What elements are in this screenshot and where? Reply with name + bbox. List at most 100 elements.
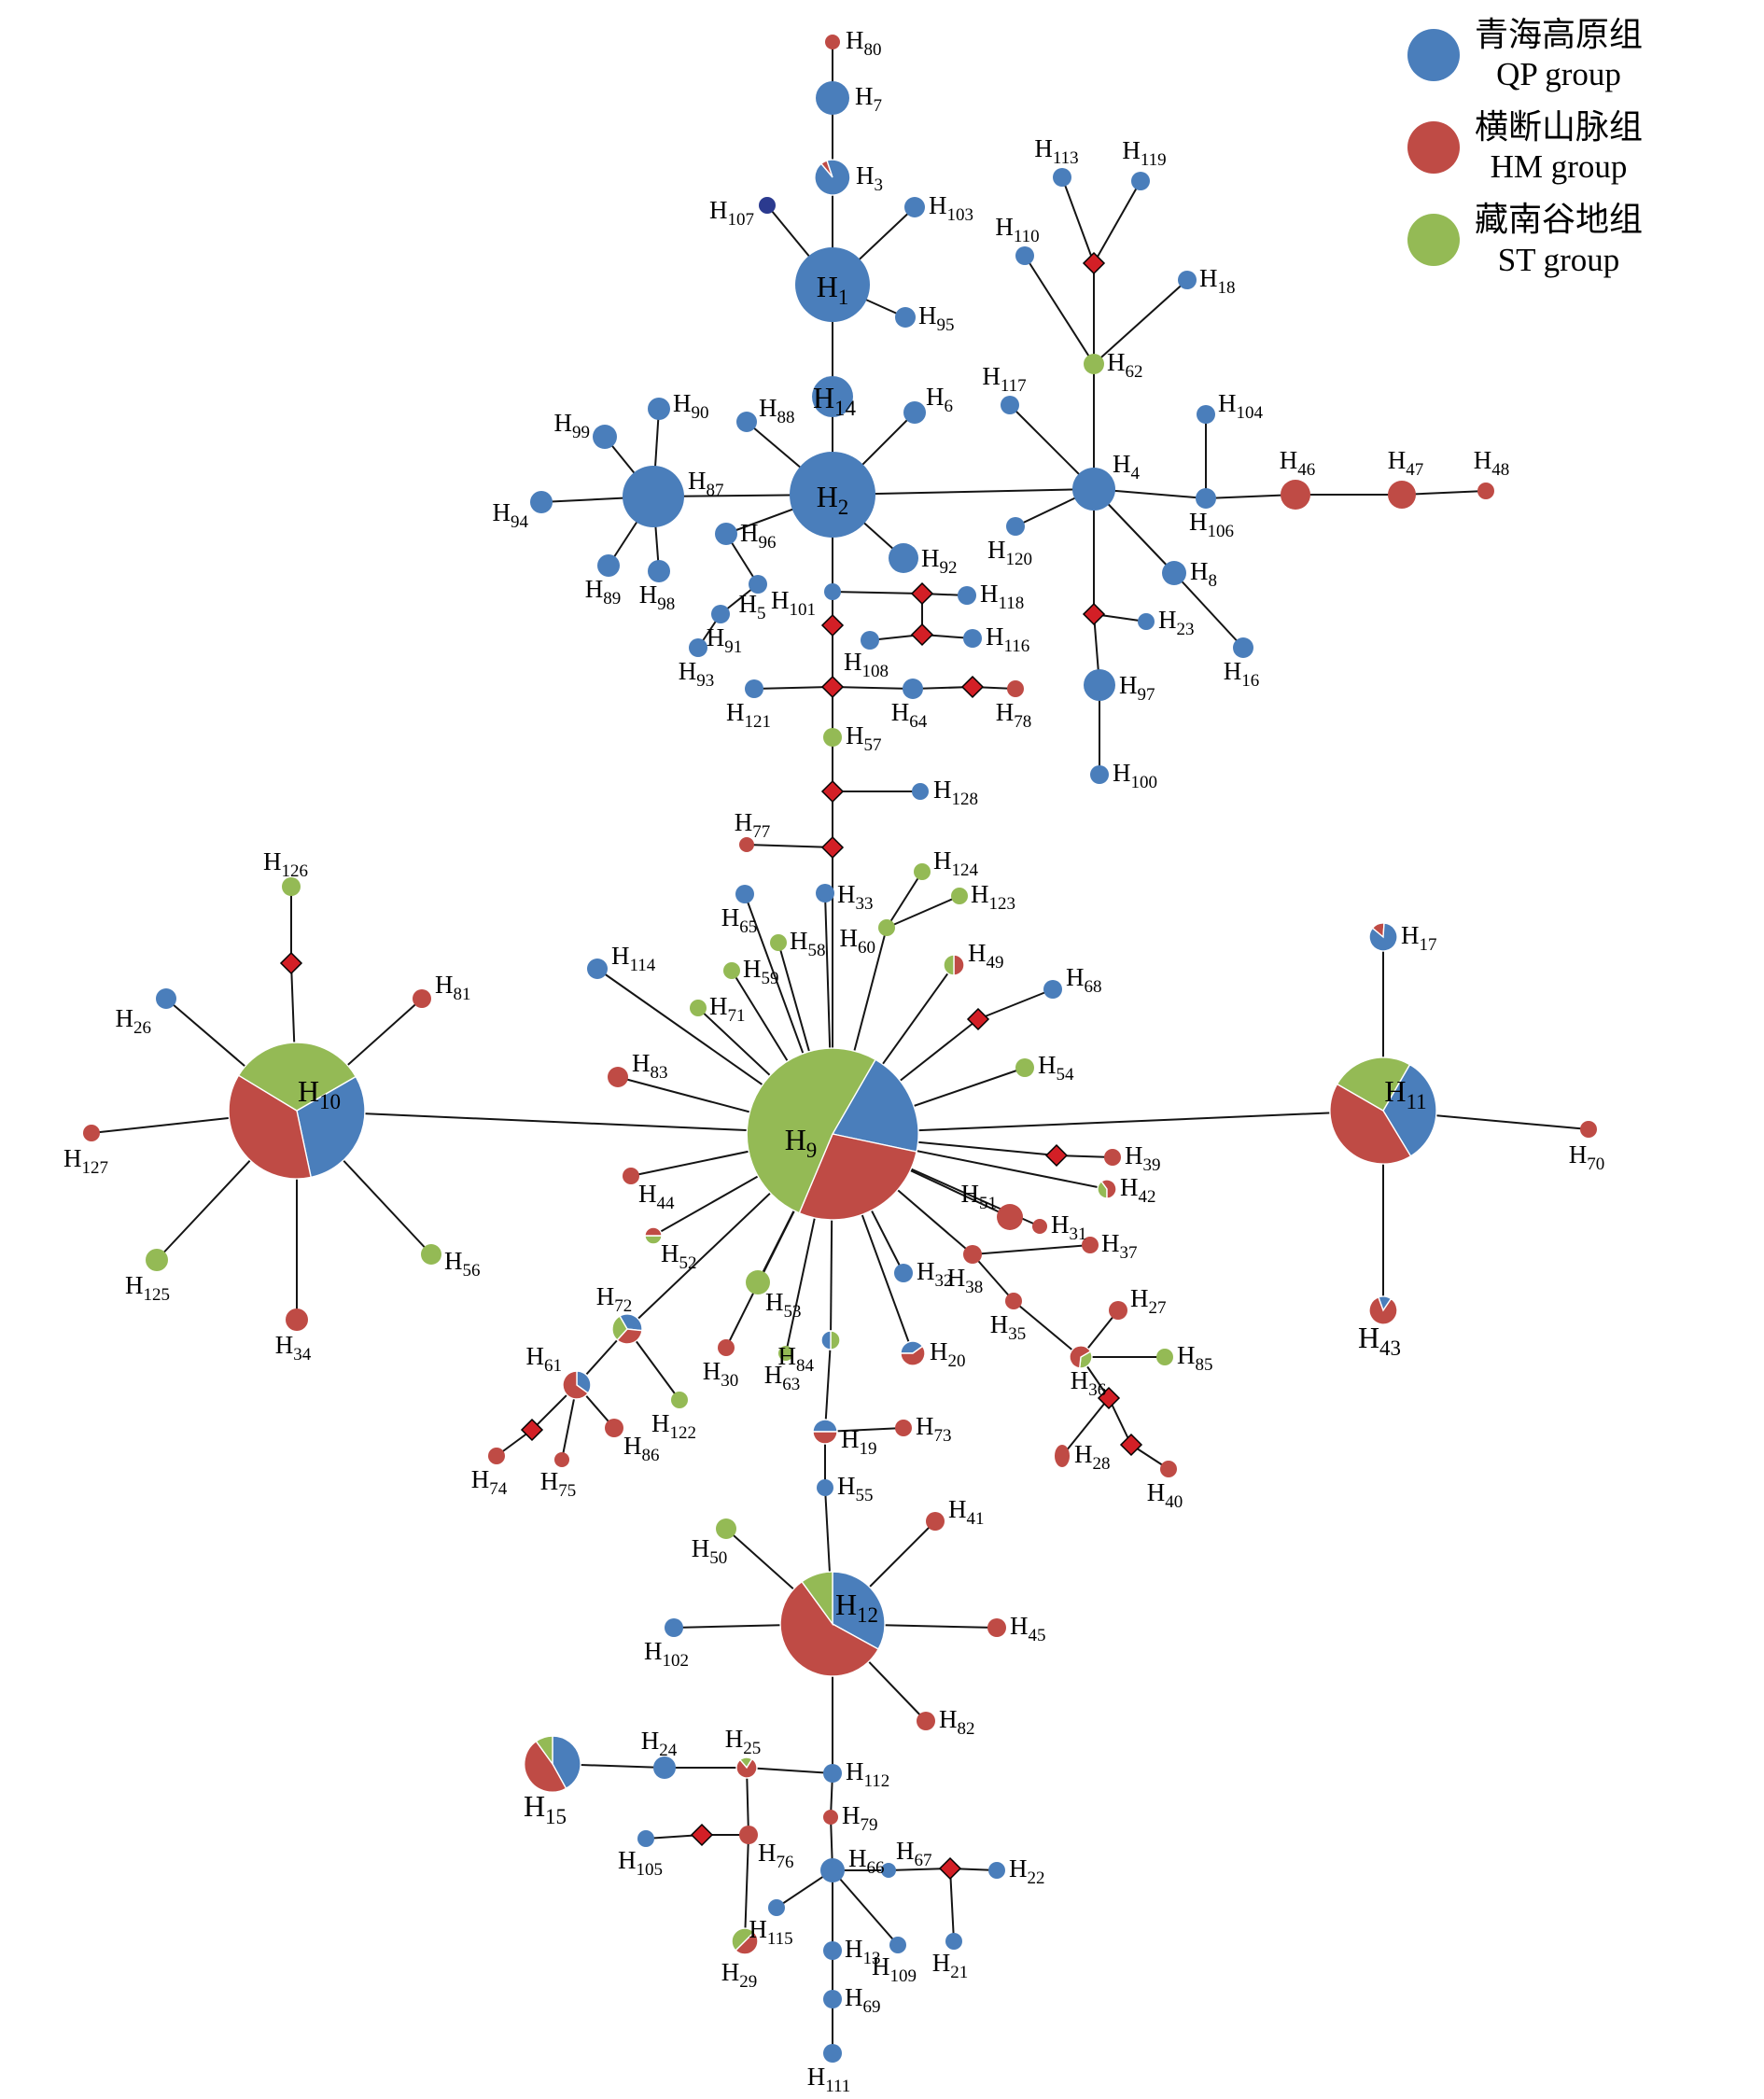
- edge-H101-D1: [832, 591, 923, 595]
- node-H50: [716, 1518, 736, 1539]
- node-H12-slice-st: [801, 1571, 833, 1627]
- node-H95: [895, 307, 916, 328]
- edge-H18-H62: [1093, 279, 1188, 365]
- label-H69: H69: [845, 1983, 881, 2017]
- label-H104: H104: [1218, 389, 1264, 423]
- node-H78: [1007, 680, 1024, 697]
- node-H11-slice-st: [1336, 1056, 1411, 1112]
- node-H53: [746, 1270, 770, 1294]
- edge-H84-H19: [824, 1339, 832, 1433]
- label-H37: H37: [1101, 1229, 1138, 1263]
- node-H14: [812, 376, 853, 417]
- node-H36-slice-hm: [1069, 1345, 1092, 1369]
- edge-H123-H60: [886, 895, 960, 929]
- node-H51: [997, 1204, 1023, 1230]
- label-H68: H68: [1066, 963, 1102, 997]
- node-H86: [605, 1419, 623, 1437]
- node-H30: [718, 1339, 735, 1356]
- label-H54: H54: [1038, 1051, 1074, 1084]
- label-H18: H18: [1199, 264, 1236, 298]
- edge-H36-H35: [1013, 1300, 1082, 1358]
- edge-H48-H47: [1401, 490, 1487, 496]
- median-vector-diamond: [1097, 1386, 1121, 1410]
- qp-group-label-zh: 青海高原组: [1475, 16, 1644, 54]
- node-H118: [958, 586, 976, 605]
- edge-H35-H38: [972, 1253, 1015, 1302]
- label-H38: H38: [947, 1264, 984, 1297]
- label-H40: H40: [1147, 1478, 1183, 1512]
- node-H7: [816, 81, 849, 115]
- label-H47: H47: [1388, 446, 1424, 480]
- label-H66: H66: [848, 1844, 885, 1878]
- node-H83: [608, 1067, 628, 1087]
- label-H73: H73: [916, 1412, 952, 1446]
- node-H49-slice-hm: [953, 954, 965, 976]
- node-H112: [823, 1764, 842, 1783]
- label-H17: H17: [1401, 921, 1437, 955]
- label-H33: H33: [837, 880, 874, 914]
- edge-H2-H4: [832, 488, 1095, 496]
- node-H15-slice-hm: [524, 1740, 567, 1793]
- node-H87: [623, 466, 684, 527]
- edge-D9-D10: [1108, 1397, 1132, 1446]
- median-vector-diamond: [279, 951, 303, 975]
- st-group-swatch: [1407, 213, 1460, 266]
- label-H70: H70: [1569, 1140, 1605, 1174]
- label-H25: H25: [725, 1725, 762, 1758]
- node-H24: [653, 1756, 676, 1779]
- node-H4: [1072, 468, 1115, 511]
- node-H23: [1138, 613, 1155, 630]
- label-H84: H84: [778, 1342, 815, 1376]
- node-H70: [1580, 1121, 1597, 1138]
- node-H12-slice-qp: [832, 1571, 886, 1650]
- node-H67: [881, 1863, 896, 1878]
- label-H118: H118: [980, 580, 1024, 613]
- node-H91: [711, 605, 730, 623]
- node-H28: [1055, 1445, 1070, 1467]
- node-H29-slice-hm: [735, 1931, 759, 1955]
- label-H36: H36: [1071, 1366, 1107, 1400]
- node-H42-slice-hm: [1100, 1179, 1117, 1199]
- label-H13: H13: [845, 1935, 881, 1968]
- legend-item-hm: 横断山脉组 HM group: [1407, 107, 1643, 187]
- label-H93: H93: [679, 657, 715, 691]
- node-H123: [951, 888, 968, 904]
- label-H120: H120: [987, 536, 1032, 569]
- label-H102: H102: [644, 1637, 689, 1671]
- label-H108: H108: [844, 648, 889, 681]
- label-H50: H50: [692, 1534, 728, 1568]
- node-H25-slice-hm: [735, 1757, 758, 1779]
- node-H89: [597, 554, 620, 577]
- hm-group-label-zh: 横断山脉组: [1475, 108, 1644, 147]
- node-H115: [768, 1899, 785, 1916]
- node-H104: [1197, 405, 1215, 424]
- label-H1: H1: [817, 270, 849, 309]
- label-H14: H14: [813, 381, 857, 420]
- node-H12-slice-hm: [779, 1580, 880, 1677]
- edge-D7-H68: [977, 988, 1054, 1020]
- node-H109: [889, 1937, 906, 1953]
- label-H5: H5: [739, 590, 766, 623]
- node-H6: [903, 401, 926, 424]
- node-H37: [1082, 1237, 1099, 1253]
- node-H108: [861, 631, 879, 650]
- qp-group-swatch: [1407, 28, 1460, 81]
- label-H22: H22: [1009, 1854, 1045, 1888]
- node-H49-slice-st: [943, 954, 955, 976]
- legend: 青海高原组 QP group 横断山脉组 HM group 藏南谷地组 ST g…: [1407, 15, 1643, 293]
- node-H42-slice-st: [1097, 1180, 1108, 1199]
- label-H92: H92: [921, 544, 958, 578]
- node-H85: [1156, 1349, 1173, 1365]
- label-H74: H74: [471, 1465, 508, 1499]
- label-H28: H28: [1074, 1440, 1111, 1474]
- node-H125: [146, 1249, 168, 1271]
- label-H90: H90: [673, 389, 709, 423]
- node-H92: [889, 543, 918, 573]
- label-H21: H21: [932, 1949, 969, 1982]
- label-H95: H95: [918, 301, 955, 335]
- label-H62: H62: [1107, 348, 1143, 382]
- edge-D13-H21: [949, 1868, 955, 1942]
- node-H106: [1196, 488, 1216, 509]
- median-vector-diamond: [1119, 1433, 1143, 1457]
